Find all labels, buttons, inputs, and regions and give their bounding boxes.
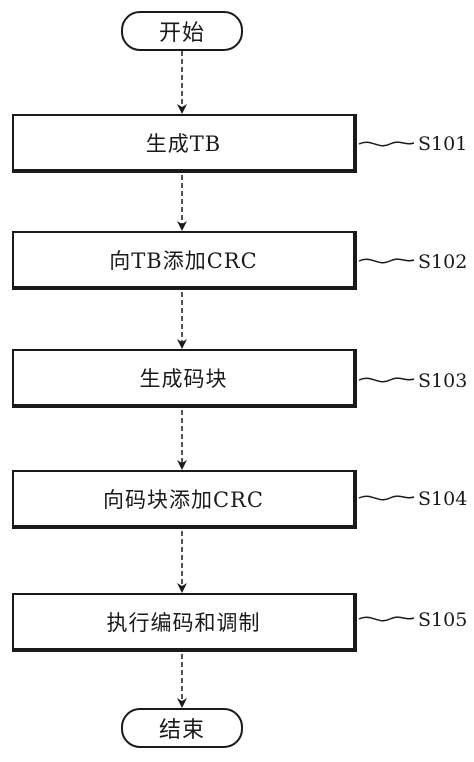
leader-line-s102 [358, 258, 415, 264]
leader-line-s101 [358, 141, 415, 147]
step-box-s103: 生成码块 [12, 349, 357, 408]
end-terminal: 结束 [121, 708, 243, 748]
step-label-s103: 生成码块 [139, 366, 228, 391]
step-box-s105: 执行编码和调制 [12, 593, 357, 652]
step-code-s104: S104 [418, 488, 468, 510]
start-terminal: 开始 [121, 11, 243, 51]
step-code-s105: S105 [418, 609, 468, 631]
start-label: 开始 [158, 21, 205, 46]
step-box-s104: 向码块添加CRC [12, 470, 357, 529]
step-label-s102: 向TB添加CRC [109, 248, 258, 273]
step-code-s102: S102 [418, 251, 468, 273]
step-code-s101: S101 [418, 133, 468, 155]
step-box-s102: 向TB添加CRC [12, 231, 357, 290]
step-label-s101: 生成TB [145, 131, 222, 156]
step-label-s105: 执行编码和调制 [106, 610, 261, 635]
leader-line-s103 [358, 377, 415, 383]
end-label: 结束 [158, 718, 205, 743]
leader-line-s104 [358, 495, 415, 501]
step-label-s104: 向码块添加CRC [103, 487, 264, 512]
step-code-s103: S103 [418, 370, 468, 392]
step-box-s101: 生成TB [12, 114, 357, 173]
leader-line-s105 [358, 616, 415, 622]
